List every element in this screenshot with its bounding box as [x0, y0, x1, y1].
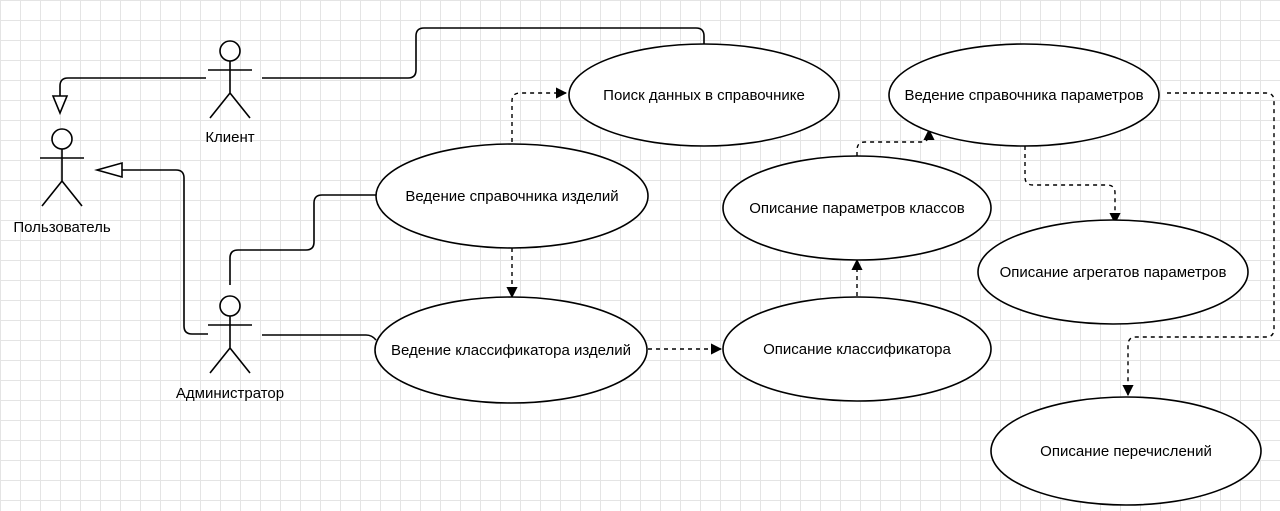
- dependency-param-catalog-to-enumerations[interactable]: [1122, 92, 1275, 397]
- usecase-search-label: Поиск данных в справочнике: [603, 87, 805, 104]
- usecase-param-catalog-label: Ведение справочника параметров: [904, 87, 1143, 104]
- association-client-search[interactable]: [262, 27, 705, 79]
- usecase-search[interactable]: Поиск данных в справочнике: [568, 43, 840, 147]
- usecase-param-aggregates-label: Описание агрегатов параметров: [1000, 264, 1227, 281]
- usecase-enumerations-label: Описание перечислений: [1040, 443, 1212, 460]
- generalization-arrowheads: [51, 95, 123, 179]
- generalization-admin-user[interactable]: [122, 169, 208, 335]
- dependencies: [506, 87, 1275, 397]
- actor-user-head: [51, 128, 73, 150]
- associations: [59, 27, 705, 341]
- dependency-param-catalog-to-aggregates[interactable]: [1024, 146, 1121, 225]
- triangle-client-to-user: [51, 95, 69, 116]
- usecase-param-aggregates[interactable]: Описание агрегатов параметров: [977, 219, 1249, 325]
- usecase-class-params[interactable]: Описание параметров классов: [722, 155, 992, 261]
- association-admin-product-catalog[interactable]: [229, 194, 378, 285]
- actor-user-label: Пользователь: [13, 219, 111, 236]
- usecase-product-classifier-label: Ведение классификатора изделий: [391, 342, 631, 359]
- actor-admin-head: [219, 295, 241, 317]
- association-admin-classifier[interactable]: [262, 334, 377, 341]
- triangle-admin-to-user: [94, 161, 123, 179]
- actor-client[interactable]: [208, 40, 252, 119]
- actor-client-body: [208, 61, 252, 119]
- actor-admin-body: [208, 316, 252, 374]
- actor-user-body: [40, 149, 84, 207]
- generalization-client-user[interactable]: [59, 77, 206, 96]
- actor-admin-label: Администратор: [176, 385, 284, 402]
- usecase-enumerations[interactable]: Описание перечислений: [990, 396, 1262, 506]
- usecase-classifier-desc[interactable]: Описание классификатора: [722, 296, 992, 402]
- actor-admin[interactable]: [208, 295, 252, 374]
- actor-client-label: Клиент: [205, 129, 254, 146]
- actor-user[interactable]: [40, 128, 84, 207]
- usecase-class-params-label: Описание параметров классов: [749, 200, 965, 217]
- dependency-class-params-to-param-catalog[interactable]: [856, 128, 935, 156]
- dependency-product-catalog-to-search[interactable]: [511, 87, 568, 142]
- usecase-product-catalog[interactable]: Ведение справочника изделий: [375, 143, 649, 249]
- usecase-classifier-desc-label: Описание классификатора: [763, 341, 951, 358]
- usecase-product-catalog-label: Ведение справочника изделий: [405, 188, 618, 205]
- actor-client-head: [219, 40, 241, 62]
- usecase-param-catalog[interactable]: Ведение справочника параметров: [888, 43, 1160, 147]
- usecase-product-classifier[interactable]: Ведение классификатора изделий: [374, 296, 648, 404]
